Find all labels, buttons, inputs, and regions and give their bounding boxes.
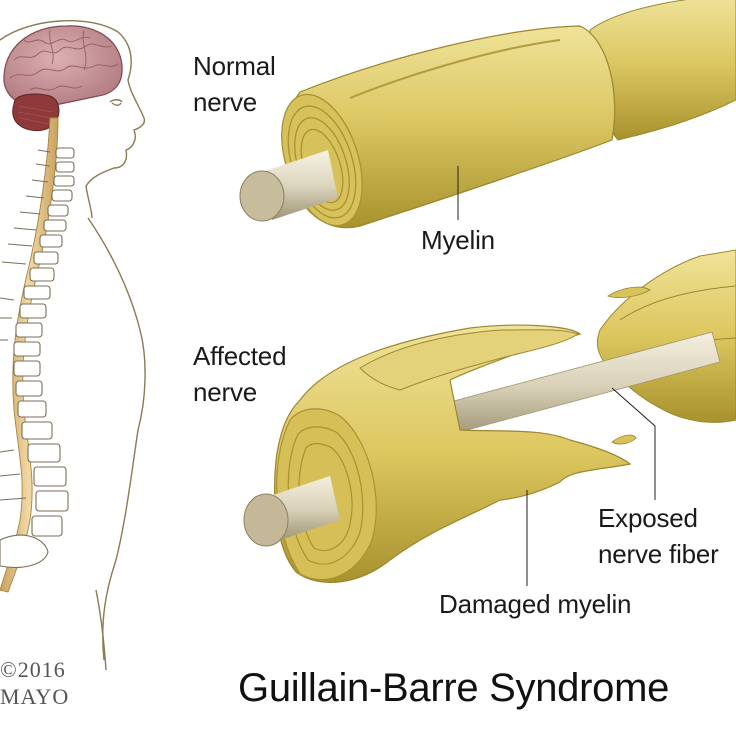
vertebrae — [0, 147, 75, 569]
exposed-fiber-callout-line — [611, 387, 656, 500]
affected-nerve-label-line2: nerve — [193, 377, 258, 407]
normal-nerve-label-line1: Normal — [193, 51, 276, 81]
vertebrae-processes — [0, 149, 51, 501]
normal-nerve-label-line2: nerve — [193, 87, 258, 117]
copyright-year: ©2016 — [0, 657, 66, 682]
affected-nerve-label: Affected nerve — [193, 338, 287, 410]
damaged-myelin-far — [596, 249, 736, 423]
body-outline — [0, 19, 146, 671]
copyright-notice: ©2016 MAYO — [0, 656, 69, 710]
figure-title: Guillain-Barre Syndrome — [238, 666, 670, 710]
myelin-callout-label: Myelin — [421, 225, 495, 255]
affected-nerve-label-line1: Affected — [193, 341, 287, 371]
brain-icon — [3, 25, 123, 107]
exposed-nerve-fiber-label: Exposed nerve fiber — [598, 500, 719, 572]
axon-affected-end — [243, 476, 340, 547]
cerebellum-icon — [12, 93, 60, 131]
copyright-owner: MAYO — [0, 684, 70, 709]
exposed-nerve-fiber-line1: Exposed — [598, 503, 698, 533]
damaged-myelin-label: Damaged myelin — [439, 589, 632, 619]
axon-normal — [239, 150, 338, 222]
exposed-nerve-fiber-line2: nerve fiber — [598, 539, 719, 569]
callout-lines — [526, 387, 656, 586]
normal-nerve-label: Normal nerve — [193, 48, 276, 120]
